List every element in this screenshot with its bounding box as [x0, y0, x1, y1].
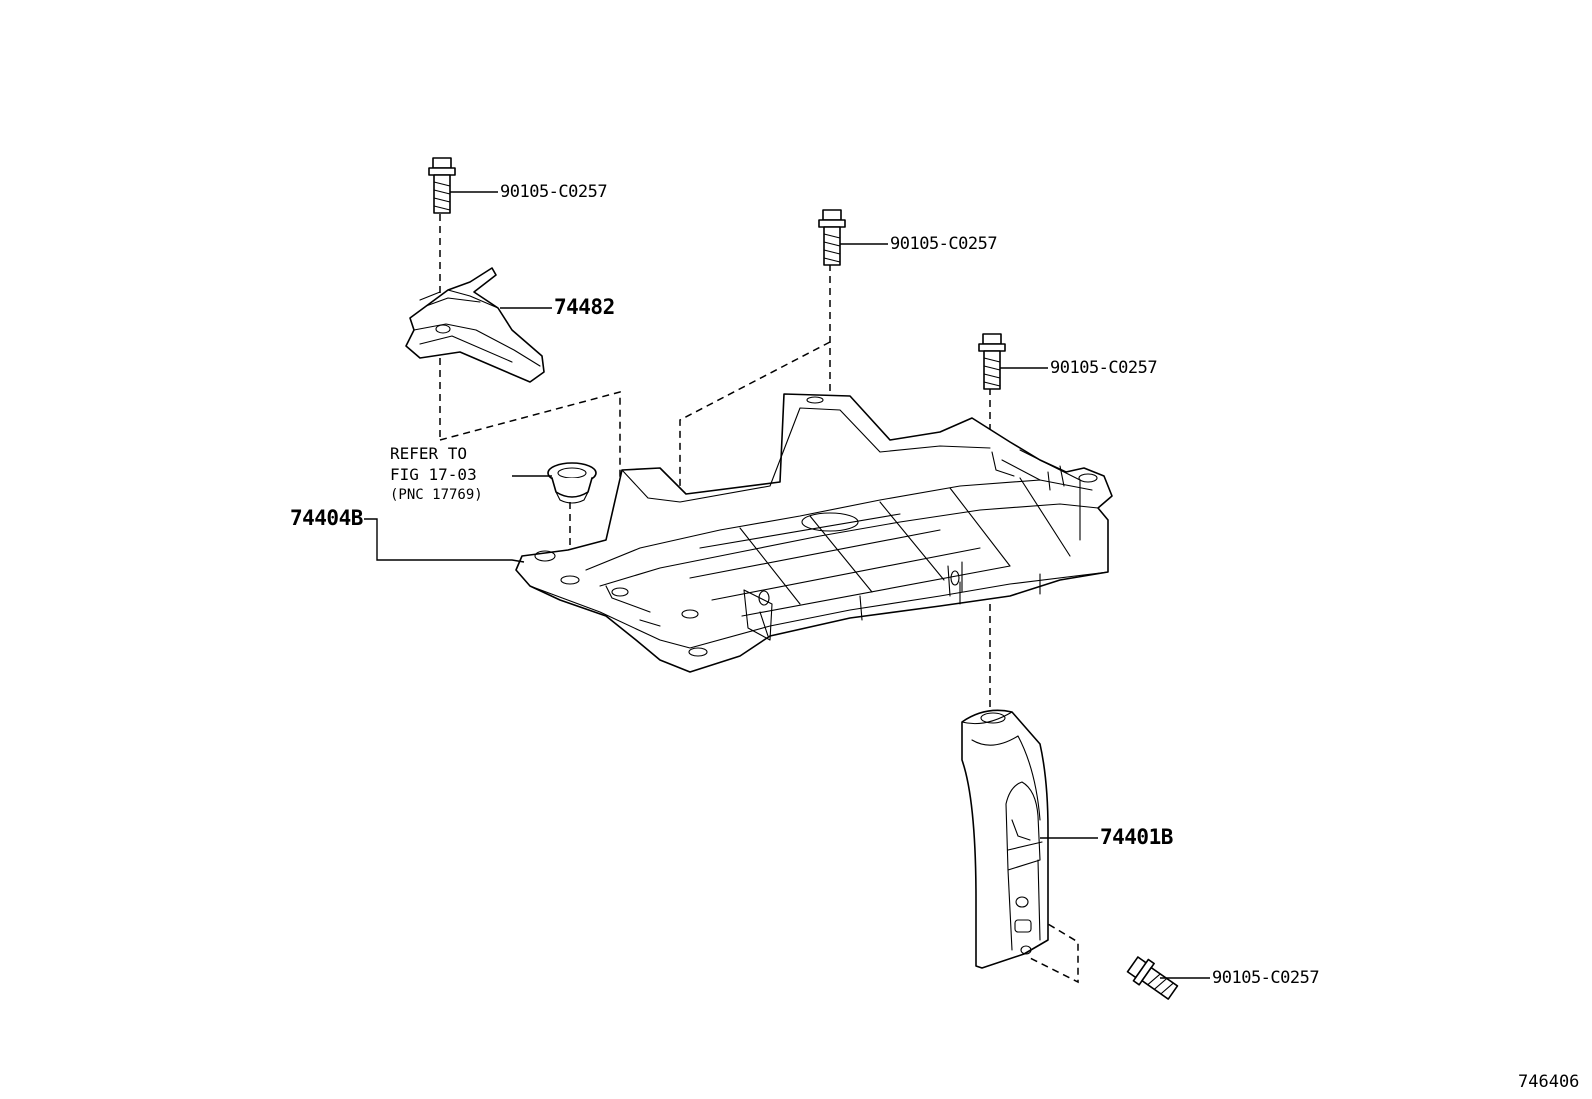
- reference-note-line3: (PNC 17769): [390, 487, 483, 503]
- grommet-part[interactable]: [547, 462, 597, 504]
- reference-note-line1: REFER TO: [390, 444, 468, 463]
- bolt-icon[interactable]: [1125, 954, 1180, 1003]
- figure-number: 746406: [1518, 1072, 1580, 1092]
- bolt-icon[interactable]: [978, 333, 1006, 390]
- leader-lines: [364, 191, 1210, 979]
- support-bracket-callout-label: 74401B: [1100, 825, 1173, 849]
- tray-assembly-callout-label: 74404B: [290, 506, 363, 530]
- bolt-icon[interactable]: [818, 209, 846, 266]
- bolt-callout-label: 90105-C0257: [1212, 968, 1320, 988]
- battery-tray-part[interactable]: [515, 393, 1113, 673]
- bolt-icon[interactable]: [428, 157, 456, 214]
- support-bracket-part[interactable]: [961, 709, 1049, 969]
- clamp-bracket-part[interactable]: [405, 267, 545, 383]
- reference-note-line2: FIG 17-03: [390, 465, 477, 484]
- bolt-callout-label: 90105-C0257: [890, 234, 998, 254]
- bolt-callout-label: 90105-C0257: [500, 182, 608, 202]
- clamp-bracket-callout-label: 74482: [554, 295, 615, 319]
- bolt-callout-label: 90105-C0257: [1050, 358, 1158, 378]
